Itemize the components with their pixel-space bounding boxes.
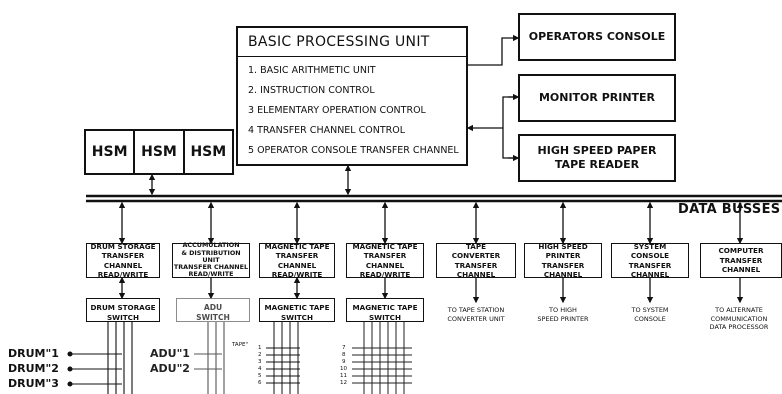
tape-number: 3 <box>258 359 262 365</box>
paper-tape-reader-label: TAPE READER <box>554 158 640 171</box>
channel-destination-links <box>472 278 744 304</box>
hsm-group: HSM HSM HSM <box>84 129 234 175</box>
bpu-item: 3 ELEMENTARY OPERATION CONTROL <box>248 105 426 116</box>
drum-label: DRUM"3 <box>8 377 59 390</box>
data-bus-line <box>86 194 782 203</box>
monitor-printer-label: MONITOR PRINTER <box>538 91 656 104</box>
tape-wiring-b <box>352 322 412 394</box>
data-busses-label: DATA BUSSES <box>678 202 781 217</box>
paper-tape-reader-label: HIGH SPEED PAPER <box>537 144 657 157</box>
tape-number: 2 <box>258 352 262 358</box>
drum-wiring <box>67 322 133 394</box>
bpu-title: BASIC PROCESSING UNIT <box>248 34 430 50</box>
tape-number: 5 <box>258 373 262 379</box>
drum-label: DRUM"1 <box>8 347 59 360</box>
tape-number: 1 <box>258 345 262 351</box>
tape-number: 11 <box>340 373 347 379</box>
bpu-item: 2. INSTRUCTION CONTROL <box>248 85 375 96</box>
tape-number: 8 <box>342 352 346 358</box>
hsm-unit: HSM <box>190 144 227 160</box>
bus-channel-links <box>118 201 744 245</box>
tape-number: 12 <box>340 380 347 386</box>
bpu-item: 5 OPERATOR CONSOLE TRANSFER CHANNEL <box>248 145 459 156</box>
bpu-item: 1. BASIC ARITHMETIC UNIT <box>248 65 376 76</box>
tape-number: 9 <box>342 359 346 365</box>
tape-number: 4 <box>258 366 262 372</box>
tape-number: 7 <box>342 345 346 351</box>
hsm-unit: HSM <box>86 131 136 173</box>
console-link <box>468 34 520 66</box>
basic-processing-unit-box: BASIC PROCESSING UNIT 1. BASIC ARITHMETI… <box>236 26 468 166</box>
tape-wiring-a <box>266 322 300 394</box>
bpu-item: 4 TRANSFER CHANNEL CONTROL <box>248 125 406 136</box>
hsm-unit: HSM <box>135 131 185 173</box>
tape-label: TAPE" <box>232 342 249 348</box>
adu-wiring <box>194 322 225 394</box>
operators-console-label: OPERATORS CONSOLE <box>528 30 666 43</box>
channel-switch-links <box>118 276 389 300</box>
adu-label: ADU"1 <box>150 347 190 360</box>
tape-number: 6 <box>258 380 262 386</box>
paper-tape-reader-box: HIGH SPEED PAPER TAPE READER <box>518 134 676 182</box>
tape-number: 10 <box>340 366 347 372</box>
adu-label: ADU"2 <box>150 362 190 375</box>
bpu-function-list: 1. BASIC ARITHMETIC UNIT 2. INSTRUCTION … <box>248 61 459 161</box>
drum-label: DRUM"2 <box>8 362 59 375</box>
monitor-printer-box: MONITOR PRINTER <box>518 74 676 122</box>
operators-console-box: OPERATORS CONSOLE <box>518 13 676 61</box>
printer-reader-branch <box>502 96 516 159</box>
bpu-divider <box>238 56 466 57</box>
